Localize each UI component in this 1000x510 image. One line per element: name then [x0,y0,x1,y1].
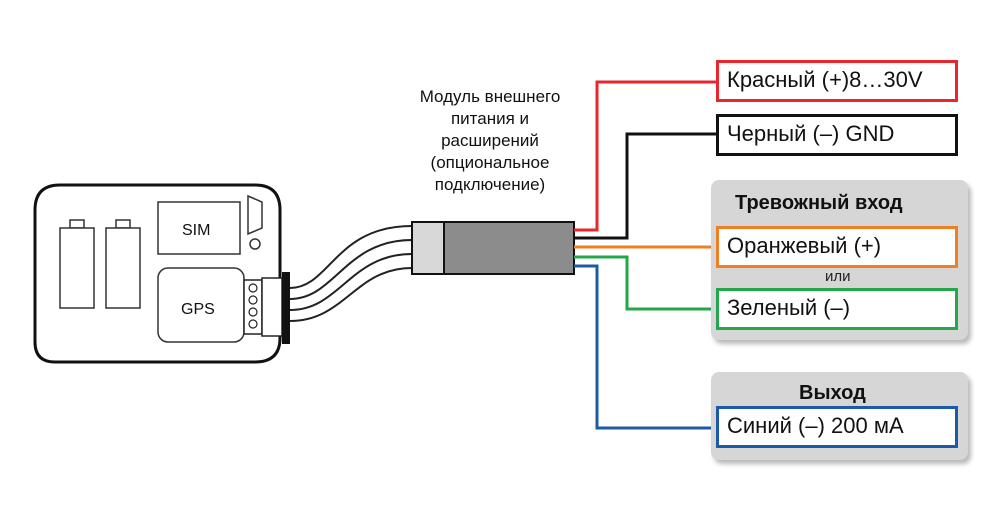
black-wire [574,132,716,240]
power-module [411,221,575,275]
output-title: Выход [799,382,866,404]
module-caption-line: (опциональное [430,153,550,172]
module-caption-line: питания и [450,109,530,128]
blue-wire [574,264,716,430]
module-caption-line: расширений [441,131,539,150]
red-wire [574,80,716,232]
orange-wire-label: Оранжевый (+) [716,226,958,268]
alarm-input-group: Тревожный вход Оранжевый (+) или Зеленый… [711,180,968,340]
red-wire-label: Красный (+)8…30V [716,60,958,102]
sim-slot [157,194,263,255]
or-label: или [825,268,851,285]
gps-label: GPS [181,301,215,318]
module-caption-line: подключение) [434,175,546,194]
battery-icon [59,219,95,309]
device-cable [289,225,413,322]
device-connector [243,272,290,344]
module-caption: Модуль внешнего питания и расширений (оп… [390,86,590,196]
green-wire-label: Зеленый (–) [716,288,958,330]
green-wire [574,255,716,311]
blue-wire-label: Синий (–) 200 мА [716,406,958,448]
black-wire-label: Черный (–) GND [716,114,958,156]
sim-label: SIM [182,222,210,239]
battery-icon [105,219,141,309]
gps-tracker-device: SIM GPS [33,183,290,364]
module-caption-line: Модуль внешнего [419,87,561,106]
alarm-input-title: Тревожный вход [735,192,903,214]
output-group: Выход Синий (–) 200 мА [711,372,968,460]
